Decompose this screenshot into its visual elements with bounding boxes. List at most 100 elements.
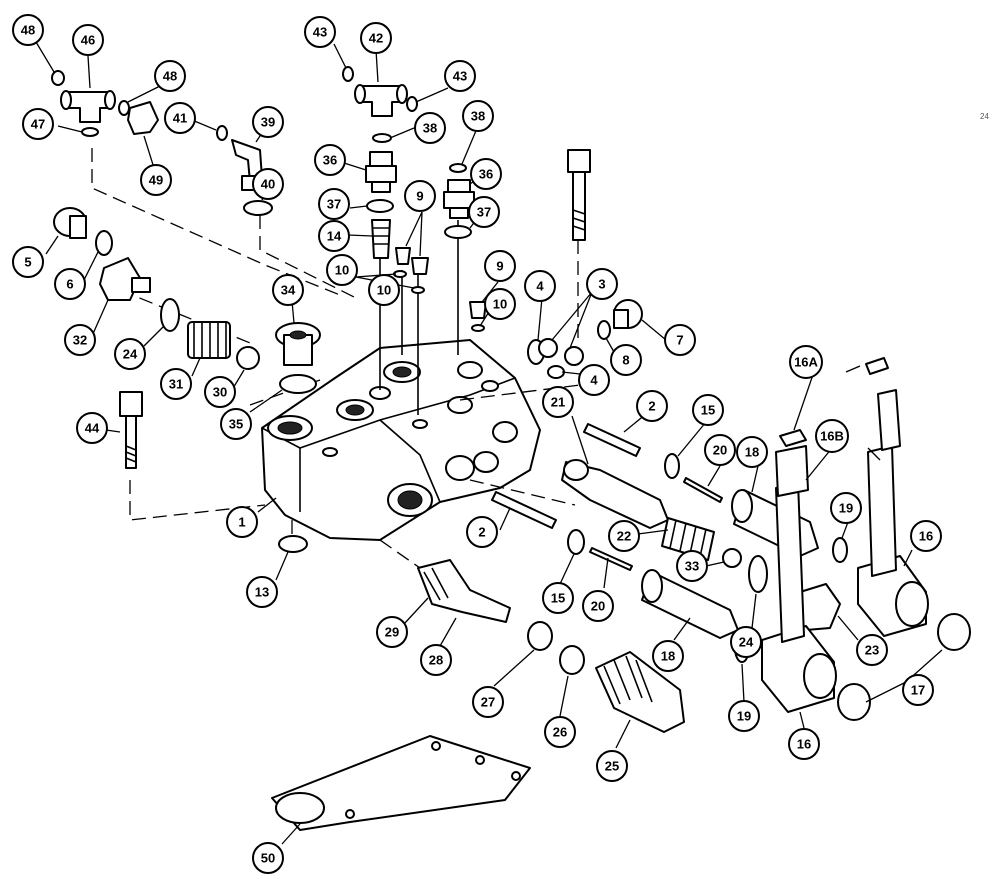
callout-text: 20 bbox=[713, 443, 727, 458]
callout-text: 42 bbox=[369, 31, 383, 46]
callout-text: 9 bbox=[416, 189, 423, 204]
callout-circle bbox=[314, 144, 346, 176]
callout-text: 13 bbox=[255, 585, 269, 600]
callout-circle bbox=[12, 14, 44, 46]
callout-25: 25 bbox=[596, 750, 628, 782]
callout-circle bbox=[704, 434, 736, 466]
o-ring-19a bbox=[832, 537, 848, 563]
callout-text: 43 bbox=[313, 25, 327, 40]
callout-circle bbox=[272, 274, 304, 306]
bolt-44 bbox=[119, 391, 143, 469]
callout-20: 20 bbox=[582, 590, 614, 622]
callout-49: 49 bbox=[140, 164, 172, 196]
pin-20b bbox=[589, 547, 633, 571]
callout-8: 8 bbox=[610, 344, 642, 376]
callout-circle bbox=[484, 288, 516, 320]
callout-circle bbox=[252, 842, 284, 874]
bracket-50 bbox=[271, 735, 531, 831]
callout-16a: 16A bbox=[789, 345, 823, 379]
callout-text: 38 bbox=[423, 121, 437, 136]
o-ring-24a bbox=[160, 298, 180, 332]
callout-circle bbox=[466, 516, 498, 548]
callout-text: 37 bbox=[477, 205, 491, 220]
fitting-36a bbox=[365, 151, 397, 193]
callout-4: 4 bbox=[524, 270, 556, 302]
callout-text: 50 bbox=[261, 851, 275, 866]
callout-text: 2 bbox=[648, 399, 655, 414]
callout-text: 14 bbox=[327, 229, 342, 244]
plug-9b bbox=[411, 257, 429, 275]
callout-27: 27 bbox=[472, 686, 504, 718]
callout-text: 2 bbox=[478, 525, 485, 540]
o-ring-43b bbox=[406, 96, 418, 112]
callout-circle bbox=[376, 616, 408, 648]
solenoid-16-top bbox=[857, 389, 929, 637]
callout-38: 38 bbox=[414, 112, 446, 144]
callout-29: 29 bbox=[376, 616, 408, 648]
callout-circle bbox=[444, 60, 476, 92]
callout-circle bbox=[414, 112, 446, 144]
callout-2: 2 bbox=[466, 516, 498, 548]
callout-16: 16 bbox=[788, 728, 820, 760]
callout-text: 24 bbox=[739, 635, 754, 650]
pin-2a bbox=[583, 423, 641, 457]
callout-text: 30 bbox=[213, 385, 227, 400]
o-ring-13 bbox=[278, 535, 308, 553]
cartridge-28 bbox=[417, 559, 511, 623]
callout-text: 34 bbox=[281, 283, 296, 298]
callout-13: 13 bbox=[246, 576, 278, 608]
callout-37: 37 bbox=[318, 188, 350, 220]
callout-circle bbox=[54, 268, 86, 300]
callout-text: 4 bbox=[536, 279, 544, 294]
callout-44: 44 bbox=[76, 412, 108, 444]
callout-circle bbox=[582, 590, 614, 622]
callout-circle bbox=[304, 16, 336, 48]
spring-31 bbox=[187, 321, 231, 359]
callout-4: 4 bbox=[578, 364, 610, 396]
callout-text: 33 bbox=[685, 559, 699, 574]
o-ring-37a bbox=[366, 199, 394, 213]
callout-circle bbox=[72, 24, 104, 56]
callout-text: 1 bbox=[238, 515, 245, 530]
o-ring-26 bbox=[559, 645, 585, 675]
callout-circle bbox=[318, 188, 350, 220]
connector-16a-top bbox=[865, 357, 889, 375]
callout-30: 30 bbox=[204, 376, 236, 408]
callout-39: 39 bbox=[252, 106, 284, 138]
callout-circle bbox=[246, 576, 278, 608]
callout-text: 37 bbox=[327, 197, 341, 212]
callout-text: 5 bbox=[24, 255, 31, 270]
callout-24: 24 bbox=[114, 338, 146, 370]
callout-circle bbox=[542, 386, 574, 418]
fitting-36b bbox=[443, 179, 475, 219]
callout-text: 49 bbox=[149, 173, 163, 188]
callout-circle bbox=[730, 626, 762, 658]
o-ring-15a bbox=[664, 453, 680, 479]
callout-circle bbox=[728, 700, 760, 732]
callout-50: 50 bbox=[252, 842, 284, 874]
callout-text: 44 bbox=[85, 421, 100, 436]
callout-circle bbox=[164, 102, 196, 134]
valve-body bbox=[261, 339, 541, 541]
callout-text: 10 bbox=[335, 263, 349, 278]
callout-text: 16A bbox=[794, 355, 818, 370]
valve-25 bbox=[595, 651, 685, 733]
callout-circle bbox=[154, 60, 186, 92]
nut-17a bbox=[937, 613, 971, 651]
o-ring-27 bbox=[527, 621, 553, 651]
spool-18b bbox=[641, 569, 739, 639]
o-ring-10c bbox=[471, 324, 485, 332]
callout-38: 38 bbox=[462, 100, 494, 132]
o-ring-43a bbox=[342, 66, 354, 82]
callout-circle bbox=[856, 634, 888, 666]
o-ring-4b bbox=[547, 365, 565, 379]
o-ring-37b bbox=[444, 225, 472, 239]
callout-text: 21 bbox=[551, 395, 565, 410]
callout-2: 2 bbox=[636, 390, 668, 422]
callout-text: 22 bbox=[617, 529, 631, 544]
pin-2b bbox=[491, 491, 557, 529]
spool-end-3a bbox=[538, 338, 558, 358]
callout-text: 19 bbox=[839, 501, 853, 516]
callout-24: 24 bbox=[730, 626, 762, 658]
